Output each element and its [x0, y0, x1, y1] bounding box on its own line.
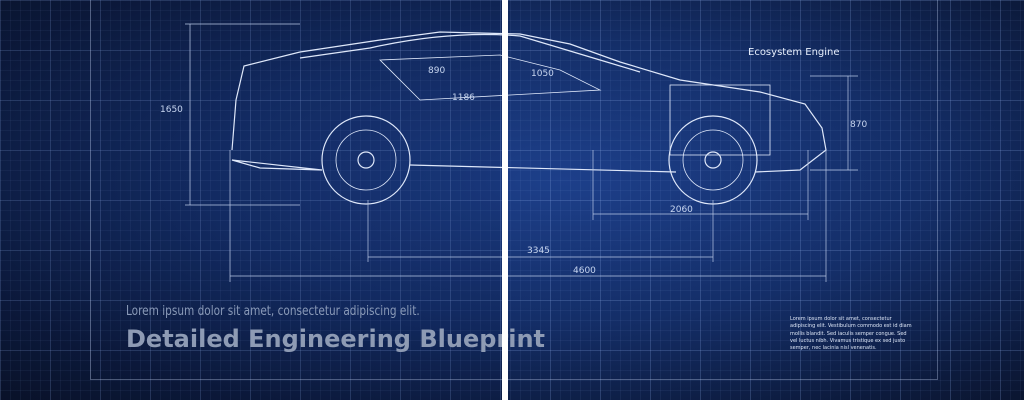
- dim-890: 890: [428, 66, 445, 76]
- car-roofline: [299, 33, 641, 73]
- dim-870: 870: [850, 120, 867, 130]
- dim-3345: 3345: [527, 246, 550, 256]
- front-wheel: [668, 115, 758, 205]
- window-line: [379, 54, 602, 101]
- engine-label: Ecosystem Engine: [748, 47, 840, 58]
- dim-1050: 1050: [531, 69, 554, 79]
- page-title: Detailed Engineering Blueprint: [126, 325, 546, 353]
- blueprint-frame: [90, 0, 938, 380]
- comparison-slider-handle[interactable]: [502, 0, 508, 400]
- notes-text: Lorem ipsum dolor sit amet, consectetur …: [790, 316, 912, 352]
- dim-2060: 2060: [670, 205, 693, 215]
- dim-4600: 4600: [573, 266, 596, 276]
- car-body-outline: [231, 31, 827, 173]
- rear-wheel: [321, 115, 411, 205]
- dim-1650: 1650: [160, 105, 183, 115]
- engine-block: [669, 84, 771, 156]
- before-image-overlay: [0, 0, 505, 400]
- subtitle: Lorem ipsum dolor sit amet, consectetur …: [126, 304, 420, 319]
- dim-1186: 1186: [452, 93, 475, 103]
